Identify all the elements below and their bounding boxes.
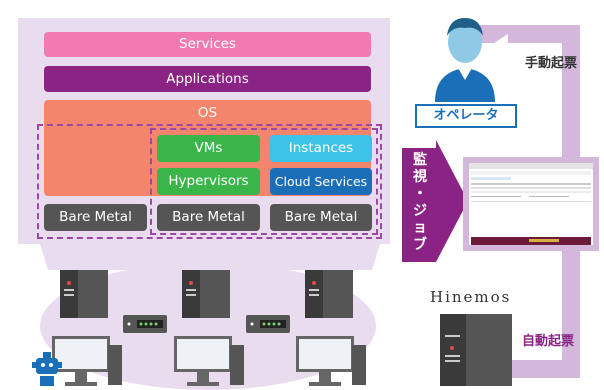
vertical-char: 監 — [413, 152, 427, 168]
dashed-outer-frame — [37, 124, 382, 239]
bare-metal-box-2: Bare Metal — [157, 204, 260, 231]
server-tower-icon — [60, 270, 108, 318]
services-layer: Services — [44, 32, 371, 57]
desktop-computer-icon — [296, 336, 366, 386]
vms-box: VMs — [157, 135, 260, 162]
manual-ticket-label: 手動起票 — [525, 56, 578, 71]
network-switch-icon — [123, 315, 167, 333]
hinemos-console-screenshot — [463, 157, 599, 251]
console-window-icon — [469, 163, 593, 245]
os-label: OS — [197, 105, 218, 121]
vertical-char: ョ — [413, 220, 427, 236]
desktop-computer-icon — [174, 336, 244, 386]
server-tower-icon — [305, 270, 353, 318]
server-tower-icon — [182, 270, 230, 318]
applications-layer: Applications — [44, 66, 371, 92]
vertical-char: ブ — [413, 237, 427, 253]
vertical-char: ・ — [413, 186, 427, 202]
operator-badge: オペレータ — [415, 104, 517, 128]
hinemos-logo: Hinemos — [430, 288, 512, 306]
instances-box: Instances — [270, 135, 372, 162]
vertical-char: ジ — [413, 203, 427, 219]
hypervisors-box: Hypervisors — [157, 168, 260, 195]
operator-person-icon — [435, 18, 495, 102]
auto-ticket-label: 自動起票 — [522, 334, 575, 349]
cloud-services-box: Cloud Services — [270, 168, 372, 195]
monitor-job-label: 監 視 ・ ジ ョ ブ — [405, 152, 435, 254]
network-switch-icon — [246, 315, 290, 333]
dashed-inner-frame — [150, 128, 378, 235]
bare-metal-box-1: Bare Metal — [44, 204, 147, 231]
bare-metal-box-3: Bare Metal — [270, 204, 372, 231]
hinemos-server-icon — [440, 314, 512, 386]
vertical-char: 視 — [413, 169, 427, 185]
desktop-computer-icon — [52, 336, 122, 386]
robot-icon — [32, 352, 62, 386]
